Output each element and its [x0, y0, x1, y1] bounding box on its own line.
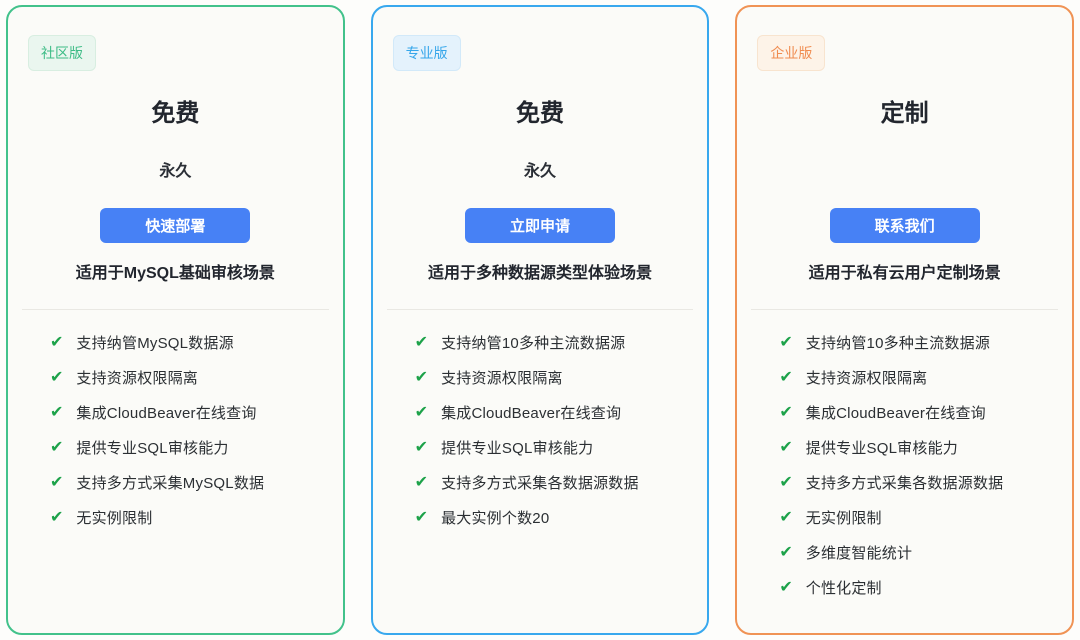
feature-label: 支持纳管MySQL数据源: [76, 335, 234, 352]
check-icon: ✔: [414, 473, 429, 491]
plan-duration: [757, 163, 1052, 181]
feature-item: ✔ 提供专业SQL审核能力: [415, 430, 688, 465]
feature-item: ✔ 提供专业SQL审核能力: [50, 430, 323, 465]
divider: [751, 309, 1059, 310]
check-icon: ✔: [779, 543, 793, 561]
feature-item: ✔ 提供专业SQL审核能力: [779, 430, 1052, 465]
feature-label: 集成CloudBeaver在线查询: [441, 405, 622, 422]
feature-label: 集成CloudBeaver在线查询: [805, 405, 986, 422]
feature-label: 无实例限制: [76, 510, 153, 527]
feature-label: 支持资源权限隔离: [76, 370, 199, 387]
feature-item: ✔ 集成CloudBeaver在线查询: [415, 395, 688, 430]
feature-item: ✔ 支持资源权限隔离: [50, 360, 323, 395]
feature-item: ✔ 支持多方式采集MySQL数据: [50, 465, 323, 500]
feature-item: ✔ 支持纳管10多种主流数据源: [415, 325, 688, 360]
feature-label: 支持资源权限隔离: [805, 370, 928, 387]
feature-label: 支持多方式采集各数据源数据: [441, 475, 639, 492]
feature-list: ✔ 支持纳管10多种主流数据源 ✔ 支持资源权限隔离 ✔ 集成CloudBeaver在…: [393, 325, 688, 535]
check-icon: ✔: [50, 403, 64, 421]
check-icon: ✔: [50, 508, 64, 526]
feature-item: ✔ 最大实例个数20: [415, 500, 688, 535]
feature-item: ✔ 集成CloudBeaver在线查询: [779, 395, 1052, 430]
feature-label: 支持纳管10多种主流数据源: [441, 335, 626, 352]
check-icon: ✔: [50, 438, 64, 456]
feature-label: 支持资源权限隔离: [441, 370, 563, 387]
apply-button[interactable]: 立即申请: [465, 208, 615, 243]
feature-label: 提供专业SQL审核能力: [805, 440, 958, 457]
check-icon: ✔: [779, 473, 793, 491]
plan-title: 免费: [516, 100, 564, 127]
divider: [22, 309, 329, 310]
feature-list: ✔ 支持纳管MySQL数据源 ✔ 支持资源权限隔离 ✔ 集成CloudBeaver在线…: [28, 325, 323, 535]
contact-button[interactable]: 联系我们: [829, 208, 980, 243]
check-icon: ✔: [779, 403, 793, 421]
plan-tagline: 适用于多种数据源类型体验场景: [428, 265, 653, 282]
feature-item: ✔ 多维度智能统计: [779, 535, 1052, 570]
check-icon: ✔: [414, 368, 429, 386]
plan-tagline: 适用于私有云用户定制场景: [808, 265, 1001, 282]
feature-label: 提供专业SQL审核能力: [76, 440, 229, 457]
check-icon: ✔: [50, 368, 64, 386]
feature-item: ✔ 支持多方式采集各数据源数据: [415, 465, 688, 500]
plan-badge: 企业版: [757, 35, 826, 71]
feature-label: 提供专业SQL审核能力: [441, 440, 594, 457]
feature-list: ✔ 支持纳管10多种主流数据源 ✔ 支持资源权限隔离 ✔ 集成CloudBeaver在…: [757, 325, 1052, 605]
check-icon: ✔: [414, 438, 429, 456]
feature-item: ✔ 支持纳管10多种主流数据源: [779, 325, 1052, 360]
card-enterprise: 企业版 定制 联系我们 适用于私有云用户定制场景 ✔ 支持纳管10多种主流数据源 …: [735, 5, 1075, 635]
feature-item: ✔ 个性化定制: [779, 570, 1052, 605]
feature-item: ✔ 支持资源权限隔离: [779, 360, 1052, 395]
card-community: 社区版 免费 永久 快速部署 适用于MySQL基础审核场景 ✔ 支持纳管MySQL…: [6, 5, 345, 635]
feature-item: ✔ 支持资源权限隔离: [415, 360, 688, 395]
feature-label: 无实例限制: [805, 510, 882, 527]
plan-badge: 专业版: [392, 35, 461, 71]
feature-item: ✔ 集成CloudBeaver在线查询: [50, 395, 323, 430]
check-icon: ✔: [50, 333, 64, 351]
check-icon: ✔: [414, 333, 429, 351]
check-icon: ✔: [414, 508, 429, 526]
feature-item: ✔ 支持多方式采集各数据源数据: [779, 465, 1052, 500]
feature-label: 集成CloudBeaver在线查询: [76, 405, 257, 422]
feature-label: 最大实例个数20: [441, 510, 550, 527]
check-icon: ✔: [50, 473, 64, 491]
feature-item: ✔ 无实例限制: [50, 500, 323, 535]
plan-title: 定制: [880, 100, 929, 127]
divider: [386, 309, 694, 310]
deploy-button[interactable]: 快速部署: [100, 208, 251, 243]
feature-label: 支持多方式采集各数据源数据: [805, 475, 1004, 492]
plan-title: 免费: [151, 100, 200, 127]
check-icon: ✔: [779, 438, 793, 456]
check-icon: ✔: [779, 508, 793, 526]
feature-item: ✔ 支持纳管MySQL数据源: [50, 325, 323, 360]
feature-label: 个性化定制: [805, 580, 882, 597]
plan-tagline: 适用于MySQL基础审核场景: [75, 265, 275, 282]
feature-label: 支持纳管10多种主流数据源: [805, 335, 991, 352]
card-professional: 专业版 免费 永久 立即申请 适用于多种数据源类型体验场景 ✔ 支持纳管10多种主…: [370, 5, 710, 635]
plan-duration: 永久: [524, 163, 557, 180]
feature-item: ✔ 无实例限制: [779, 500, 1052, 535]
feature-label: 多维度智能统计: [805, 545, 913, 562]
check-icon: ✔: [779, 578, 793, 596]
check-icon: ✔: [414, 403, 429, 421]
plan-badge: 社区版: [28, 35, 96, 71]
check-icon: ✔: [779, 368, 793, 386]
feature-label: 支持多方式采集MySQL数据: [76, 475, 265, 492]
plan-duration: 永久: [159, 163, 192, 180]
check-icon: ✔: [779, 333, 793, 351]
